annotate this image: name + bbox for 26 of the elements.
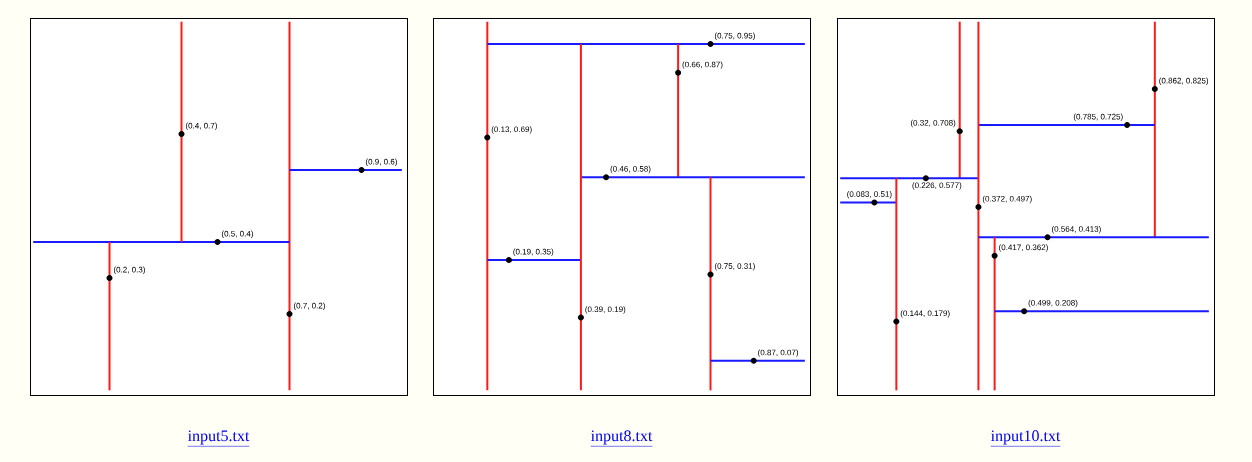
file-link: input5.txt	[187, 430, 250, 447]
coordinate-label: (0.785, 0.725)	[1073, 113, 1123, 122]
coordinate-label: (0.417, 0.362)	[999, 244, 1048, 252]
coordinate-label: (0.66, 0.87)	[682, 61, 723, 69]
coordinate-label: (0.499, 0.208)	[1028, 299, 1078, 308]
coordinate-label: (0.144, 0.179)	[900, 310, 950, 318]
coordinate-label: (0.75, 0.95)	[714, 32, 755, 41]
coordinate-label: (0.7, 0.2)	[293, 302, 325, 311]
coordinate-label: (0.9, 0.6)	[365, 158, 397, 167]
file-link: input8.txt	[590, 430, 653, 447]
coordinate-label: (0.32, 0.708)	[910, 119, 956, 128]
coordinate-label: (0.372, 0.497)	[982, 195, 1032, 204]
coordinate-label: (0.862, 0.825)	[1159, 77, 1209, 86]
coordinate-label: (0.2, 0.3)	[113, 266, 145, 275]
coordinate-label: (0.4, 0.7)	[185, 122, 217, 131]
coordinate-label: (0.226, 0.577)	[912, 182, 962, 190]
coordinate-label: (0.13, 0.69)	[491, 126, 532, 134]
file-link: input10.txt	[990, 430, 1061, 447]
coordinate-label: (0.46, 0.58)	[610, 165, 651, 174]
coordinate-label: (0.87, 0.07)	[758, 349, 799, 357]
coordinate-label: (0.564, 0.413)	[1052, 225, 1101, 234]
coordinate-label: (0.39, 0.19)	[585, 306, 626, 314]
coordinate-label: (0.083, 0.51)	[847, 191, 892, 199]
coordinate-label: (0.75, 0.31)	[714, 263, 755, 271]
coordinate-label: (0.5, 0.4)	[221, 230, 253, 239]
coordinate-label: (0.19, 0.35)	[513, 248, 554, 257]
